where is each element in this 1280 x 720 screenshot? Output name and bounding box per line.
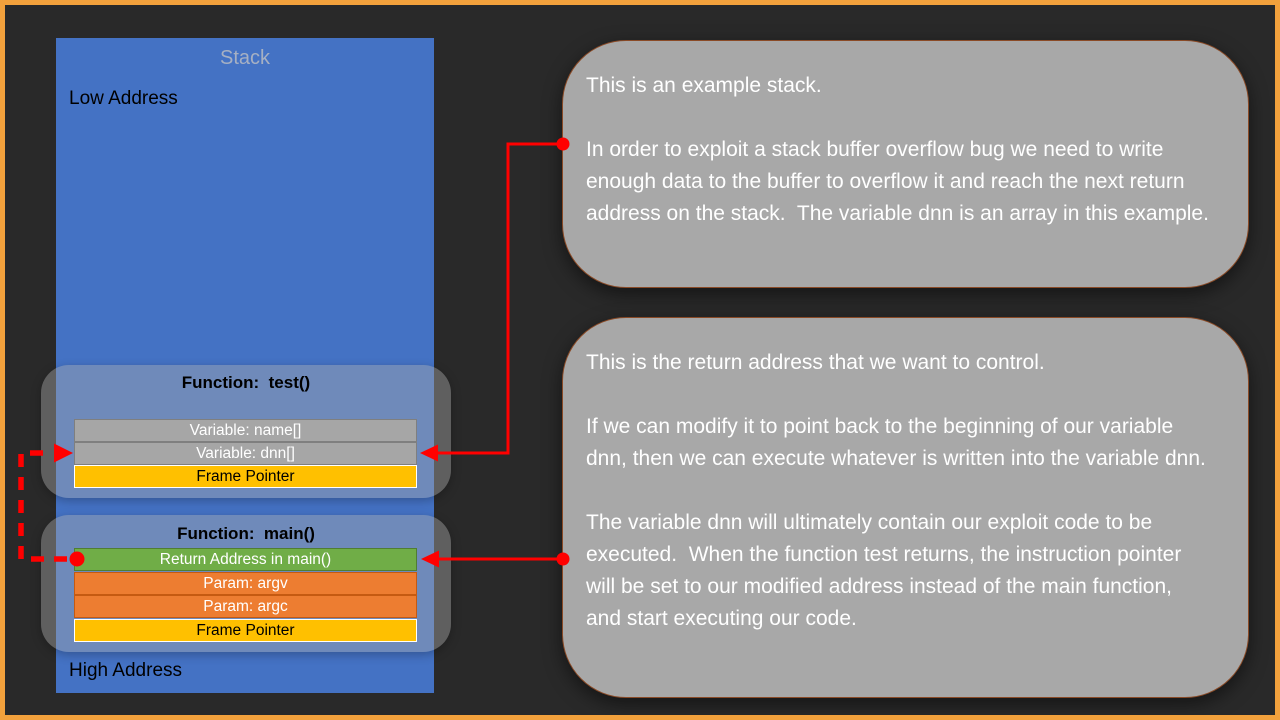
stack-row-return-address: Return Address in main()	[74, 548, 417, 571]
stack-row-param-argv: Param: argv	[74, 572, 417, 595]
low-address-label: Low Address	[69, 88, 178, 109]
frame-function-test-title: Function: test()	[181, 373, 311, 392]
high-address-label: High Address	[69, 660, 183, 681]
stack-panel-title: Stack	[219, 47, 271, 69]
stack-row-frame-pointer-main: Frame Pointer	[74, 619, 417, 642]
stack-row-param-argc: Param: argc	[74, 595, 417, 618]
callout-return-address: This is the return address that we want …	[562, 317, 1249, 698]
callout-2-paragraph-2: If we can modify it to point back to the…	[586, 415, 1206, 470]
callout-2-paragraph-3: The variable dnn will ultimately contain…	[586, 511, 1188, 630]
stack-row-frame-pointer-test: Frame Pointer	[74, 465, 417, 488]
stack-row-variable-name: Variable: name[]	[74, 419, 417, 442]
callout-1-paragraph-1: This is an example stack.	[586, 74, 822, 97]
frame-function-main-title: Function: main()	[177, 524, 315, 543]
callout-1-paragraph-2: In order to exploit a stack buffer overf…	[586, 138, 1209, 225]
callout-2-paragraph-1: This is the return address that we want …	[586, 351, 1045, 374]
stack-row-variable-dnn: Variable: dnn[]	[74, 442, 417, 465]
callout-example-stack: This is an example stack. In order to ex…	[562, 40, 1249, 288]
